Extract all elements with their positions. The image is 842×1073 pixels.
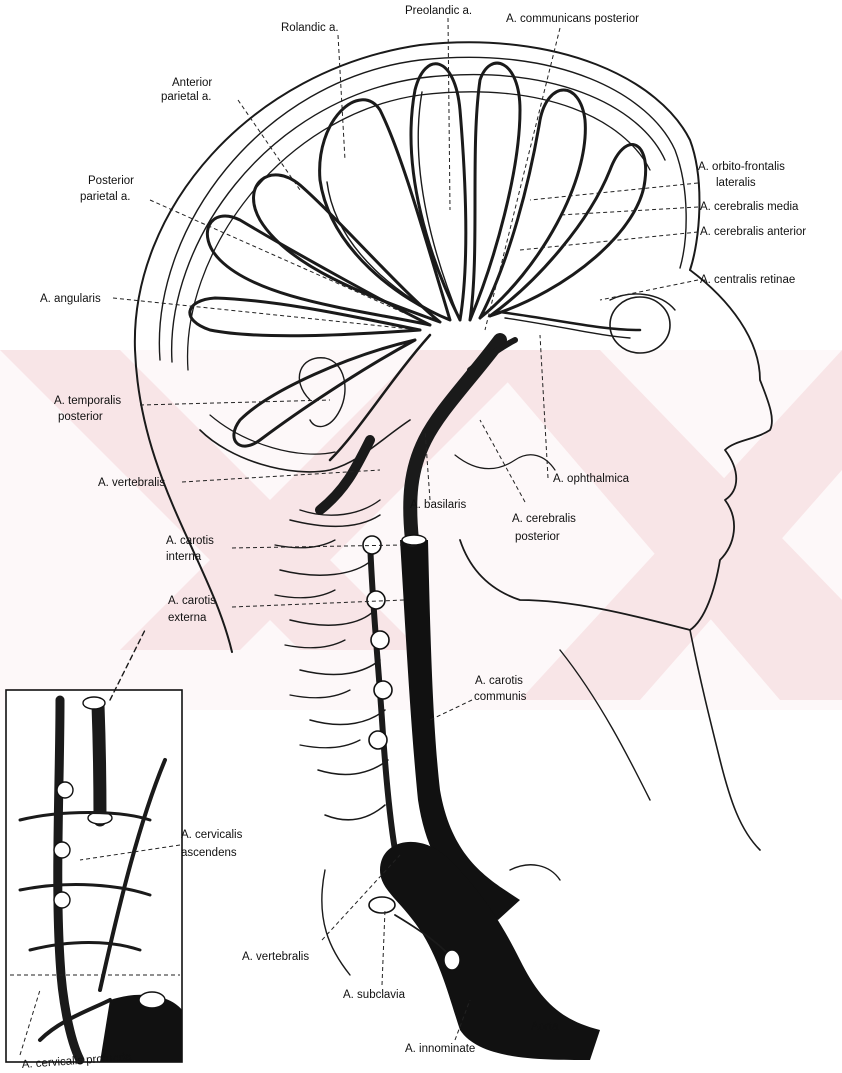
label-orbito-frontalis-1: A. orbito-frontalis bbox=[698, 161, 785, 173]
label-rolandic: Rolandic a. bbox=[281, 22, 339, 34]
label-centralis-retinae: A. centralis retinae bbox=[700, 274, 795, 286]
label-anterior-parietal-1: Anterior bbox=[172, 77, 212, 89]
label-temporalis-posterior-2: posterior bbox=[58, 411, 103, 423]
label-carotis-externa-1: A. carotis bbox=[168, 595, 216, 607]
label-cervicalis-ascendens-2: ascendens bbox=[181, 847, 237, 859]
inset-panel bbox=[6, 630, 182, 1062]
label-vertebralis-lower: A. vertebralis bbox=[242, 951, 309, 963]
label-temporalis-posterior-1: A. temporalis bbox=[54, 395, 121, 407]
label-innominate: A. innominate bbox=[405, 1043, 475, 1055]
label-cerebralis-posterior-2: posterior bbox=[515, 531, 560, 543]
label-carotis-communis-1: A. carotis bbox=[475, 675, 523, 687]
label-angularis: A. angularis bbox=[40, 293, 101, 305]
label-subclavia: A. subclavia bbox=[343, 989, 406, 1001]
label-carotis-interna-2: interna bbox=[166, 551, 202, 563]
label-posterior-parietal-1: Posterior bbox=[88, 175, 134, 187]
label-cerebralis-anterior: A. cerebralis anterior bbox=[700, 226, 806, 238]
label-orbito-frontalis-2: lateralis bbox=[716, 177, 756, 189]
label-basilaris: A. basilaris bbox=[410, 499, 466, 511]
label-carotis-interna-1: A. carotis bbox=[166, 535, 214, 547]
label-ophthalmica: A. ophthalmica bbox=[553, 473, 630, 485]
label-cervicalis-ascendens-1: A. cervicalis bbox=[181, 829, 243, 841]
label-anterior-parietal-2: parietal a. bbox=[161, 91, 212, 103]
label-preolandic: Preolandic a. bbox=[405, 5, 472, 17]
label-carotis-externa-2: externa bbox=[168, 612, 207, 624]
label-cerebralis-posterior-1: A. cerebralis bbox=[512, 513, 576, 525]
label-aorta: Aorta bbox=[531, 1021, 559, 1033]
label-carotis-communis-2: communis bbox=[474, 691, 527, 703]
label-communicans-posterior: A. communicans posterior bbox=[506, 13, 639, 25]
label-posterior-parietal-2: parietal a. bbox=[80, 191, 131, 203]
label-vertebralis-upper: A. vertebralis bbox=[98, 477, 165, 489]
label-cerebralis-media: A. cerebralis media bbox=[700, 201, 799, 213]
